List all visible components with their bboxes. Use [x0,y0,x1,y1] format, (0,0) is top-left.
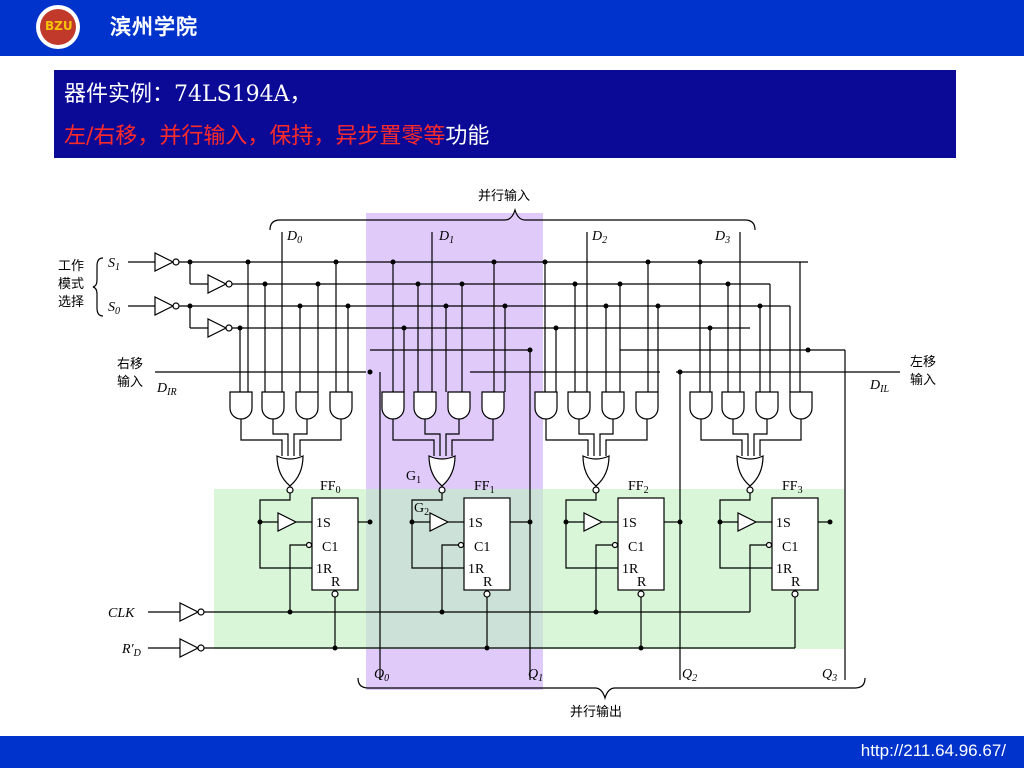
ff1-label: FF1 [474,479,495,496]
right-shift-line-2: 输入 [117,374,143,390]
d0-label: D0 [286,229,302,246]
q1-label: Q1 [528,667,543,684]
mode-select-line-2: 模式 [58,277,84,292]
q0-label: Q0 [374,667,389,684]
ff0-label: FF0 [320,479,341,496]
parallel-output-brace [357,677,866,701]
parallel-input-brace [269,207,756,231]
ff0-pin-1s: 1S [316,516,331,531]
school-logo: BZU [36,5,80,49]
school-name: 滨州学院 [110,15,198,39]
ff2-pin-1s: 1S [622,516,637,531]
ff1-pin-r: R [483,575,493,590]
top-bar: BZU 滨州学院 [0,0,1024,56]
d3-label: D3 [714,229,730,246]
bottom-bar: http://211.64.96.67/ [0,736,1024,768]
ff2-pin-1r: 1R [622,562,639,577]
circuit-diagram: 并行输入 并行输出 工作 模式 选择 S1 S0 右移 输入 DIR 左移 输入… [58,188,936,720]
s1-label: S1 [108,256,120,273]
title-white-text: 功能 [445,124,490,149]
rd-label: R′D [121,642,142,659]
mode-select-brace [92,257,104,317]
ff2-pin-c1: C1 [628,540,644,555]
g1-label: G1 [406,469,421,486]
dil-label: DIL [869,378,889,395]
ff3-label: FF3 [782,479,803,496]
ff2-pin-r: R [637,575,647,590]
ff2-label: FF2 [628,479,649,496]
ff1-pin-1r: 1R [468,562,485,577]
clk-label: CLK [108,606,135,621]
dir-label: DIR [156,381,177,398]
d2-label: D2 [591,229,607,246]
mode-select-line-1: 工作 [58,259,84,274]
ff0-pin-1r: 1R [316,562,333,577]
ff1-pin-1s: 1S [468,516,483,531]
title-line-2: 左/右移，并行输入，保持，异步置零等功能 [64,118,489,150]
slide-title-box: 器件实例：74LS194A， 左/右移，并行输入，保持，异步置零等功能 [54,70,956,158]
ff3-pin-1s: 1S [776,516,791,531]
q3-label: Q3 [822,667,837,684]
title-red-text: 左/右移，并行输入，保持，异步置零等 [64,124,446,149]
s0-label: S0 [108,300,120,317]
ff0-pin-r: R [331,575,341,590]
right-shift-line-1: 右移 [117,357,143,372]
parallel-input-label: 并行输入 [478,188,530,204]
parallel-output-label: 并行输出 [570,704,622,720]
g2-label: G2 [414,501,429,518]
q2-label: Q2 [682,667,697,684]
ff3-pin-r: R [791,575,801,590]
ff0-pin-c1: C1 [322,540,338,555]
ff3-pin-c1: C1 [782,540,798,555]
ff1-pin-c1: C1 [474,540,490,555]
mode-select-line-3: 选择 [58,295,84,310]
title-line-1: 器件实例：74LS194A， [64,82,312,107]
left-shift-line-2: 输入 [910,372,936,388]
left-shift-line-1: 左移 [910,355,936,370]
footer-url[interactable]: http://211.64.96.67/ [860,741,1006,760]
d1-label: D1 [438,229,454,246]
ff3-pin-1r: 1R [776,562,793,577]
